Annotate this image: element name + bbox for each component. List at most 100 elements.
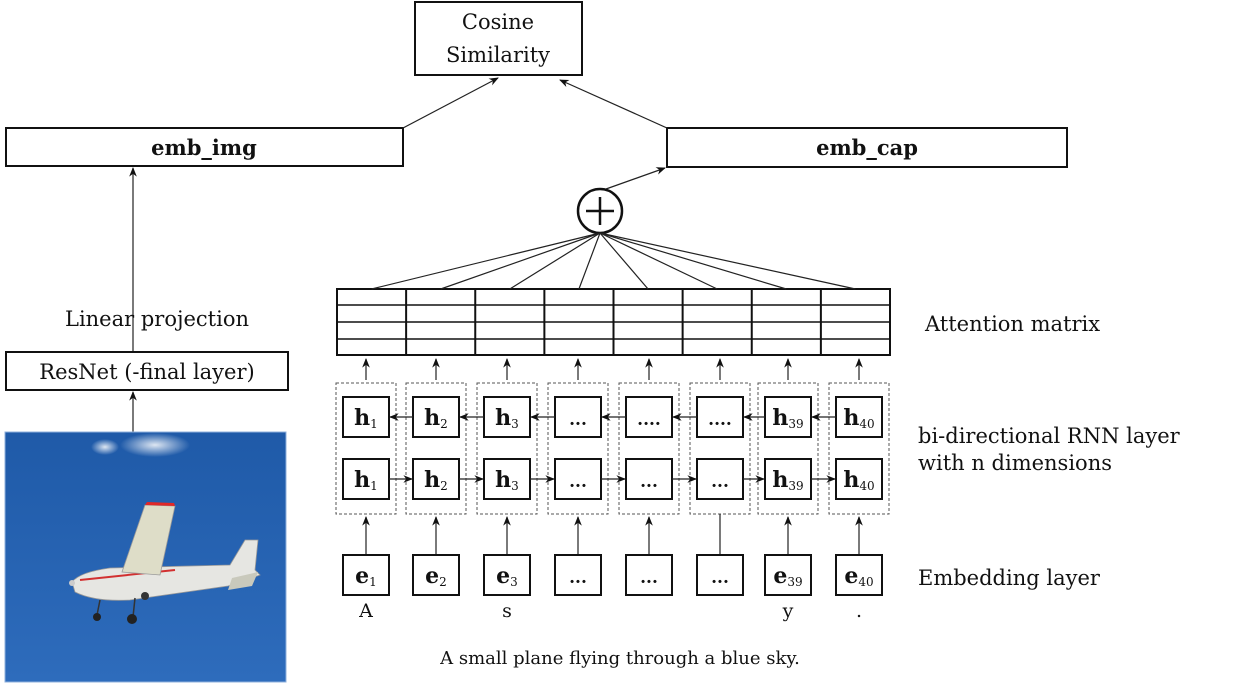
emb-img-box: emb_img bbox=[5, 127, 404, 167]
emb-cap-label: emb_cap bbox=[816, 135, 918, 160]
backward-hidden-state-label-base: .... bbox=[637, 410, 661, 430]
attention-matrix-label: Attention matrix bbox=[924, 312, 1100, 336]
backward-hidden-state-label-subscript: 40 bbox=[859, 417, 874, 431]
embedding-token-label-base: ... bbox=[640, 568, 658, 588]
input-word: A bbox=[358, 600, 373, 622]
emb-img-label: emb_img bbox=[151, 135, 257, 160]
embedding-token: e40 bbox=[835, 554, 883, 596]
forward-hidden-state-label-subscript: 3 bbox=[511, 479, 519, 493]
backward-hidden-state-box bbox=[835, 396, 883, 438]
embedding-token-label-base: ... bbox=[569, 568, 587, 588]
forward-hidden-state-label: ... bbox=[569, 472, 587, 492]
embedding-token-label-subscript: 39 bbox=[787, 575, 802, 589]
embedding-token: ... bbox=[625, 554, 673, 596]
caption-text: A small plane flying through a blue sky. bbox=[439, 648, 800, 669]
attention-to-sum-line bbox=[440, 232, 601, 290]
backward-hidden-state: h39 bbox=[764, 396, 812, 438]
forward-hidden-state-label-base: h bbox=[354, 467, 370, 493]
forward-hidden-state-label-subscript: 39 bbox=[788, 479, 803, 493]
forward-hidden-state-label-base: ... bbox=[640, 472, 658, 492]
embedding-token-box bbox=[342, 554, 390, 596]
resnet-box: ResNet (-final layer) bbox=[5, 351, 289, 391]
embedding-token: e1 bbox=[342, 554, 390, 596]
embedding-token: e2 bbox=[412, 554, 460, 596]
input-image bbox=[4, 431, 287, 683]
forward-hidden-state-label: h39 bbox=[772, 467, 803, 493]
plane-icon bbox=[69, 502, 261, 624]
rnn-timestep-group bbox=[476, 382, 538, 515]
embedding-token-box bbox=[835, 554, 883, 596]
attention-to-sum-line bbox=[599, 232, 856, 290]
attention-to-sum-line bbox=[599, 232, 787, 290]
input-word: s bbox=[502, 600, 512, 622]
forward-hidden-state-label: h1 bbox=[354, 467, 378, 493]
embedding-token: ... bbox=[554, 554, 602, 596]
embedding-token-box bbox=[554, 554, 602, 596]
forward-hidden-state-label-subscript: 2 bbox=[440, 479, 448, 493]
backward-hidden-state-label-subscript: 3 bbox=[511, 417, 519, 431]
backward-hidden-state-label: ... bbox=[569, 410, 587, 430]
embedding-token-box bbox=[764, 554, 812, 596]
forward-hidden-state: ... bbox=[554, 458, 602, 500]
backward-hidden-state-label: h3 bbox=[495, 405, 519, 431]
embedding-token-label: ... bbox=[711, 568, 729, 588]
forward-hidden-state: ... bbox=[696, 458, 744, 500]
arrow-emb-cap-to-similarity bbox=[559, 79, 668, 129]
forward-hidden-state: h3 bbox=[483, 458, 531, 500]
rnn-timestep-group bbox=[405, 382, 467, 515]
attention-to-sum-line bbox=[578, 232, 601, 290]
embedding-token-box bbox=[483, 554, 531, 596]
embedding-token-label: e3 bbox=[496, 563, 518, 589]
backward-hidden-state-label-subscript: 1 bbox=[370, 417, 378, 431]
embedding-token-box bbox=[625, 554, 673, 596]
embedding-token-label: ... bbox=[640, 568, 658, 588]
embedding-token-label-subscript: 2 bbox=[439, 575, 447, 589]
forward-hidden-state-label-base: ... bbox=[711, 472, 729, 492]
cosine-similarity-box: Cosine Similarity bbox=[414, 1, 583, 76]
embedding-token-label-base: e bbox=[844, 563, 858, 589]
cosine-similarity-label-line2: Similarity bbox=[446, 43, 550, 67]
backward-hidden-state-label: h39 bbox=[772, 405, 803, 431]
backward-hidden-state-label-base: h bbox=[772, 405, 788, 431]
rnn-timestep-group bbox=[757, 382, 819, 515]
backward-hidden-state-label-base: ... bbox=[569, 410, 587, 430]
backward-hidden-state-label: .... bbox=[708, 410, 732, 430]
backward-hidden-state-box bbox=[483, 396, 531, 438]
emb-cap-box: emb_cap bbox=[666, 127, 1068, 168]
forward-hidden-state-label: h2 bbox=[424, 467, 448, 493]
attention-to-sum-line bbox=[509, 232, 601, 290]
forward-hidden-state-label-base: h bbox=[495, 467, 511, 493]
backward-hidden-state-label: h1 bbox=[354, 405, 378, 431]
forward-hidden-state: h39 bbox=[764, 458, 812, 500]
forward-hidden-state-label-subscript: 1 bbox=[370, 479, 378, 493]
forward-hidden-state-label: h3 bbox=[495, 467, 519, 493]
backward-hidden-state-label-base: h bbox=[495, 405, 511, 431]
sequence-columns: h1h1e1Ah2h2e2h3h3e3s....................… bbox=[335, 232, 890, 622]
forward-hidden-state: ... bbox=[625, 458, 673, 500]
arrow-sum-to-emb-cap bbox=[605, 167, 666, 190]
embedding-token: ... bbox=[696, 554, 744, 596]
forward-hidden-state-box bbox=[835, 458, 883, 500]
embedding-token-box bbox=[696, 554, 744, 596]
backward-hidden-state-box bbox=[412, 396, 460, 438]
embedding-token-label-base: e bbox=[773, 563, 787, 589]
embedding-token-label-base: e bbox=[355, 563, 369, 589]
backward-hidden-state-label-base: h bbox=[843, 405, 859, 431]
embedding-token-label-base: e bbox=[496, 563, 510, 589]
forward-hidden-state-label-base: h bbox=[772, 467, 788, 493]
backward-hidden-state-label: h40 bbox=[843, 405, 874, 431]
backward-hidden-state: h3 bbox=[483, 396, 531, 438]
rnn-timestep-group bbox=[618, 382, 680, 515]
resnet-label: ResNet (-final layer) bbox=[39, 360, 254, 384]
attention-to-sum-line bbox=[371, 232, 601, 290]
backward-hidden-state-label: h2 bbox=[424, 405, 448, 431]
backward-hidden-state-label-subscript: 39 bbox=[788, 417, 803, 431]
embedding-token-label: e2 bbox=[425, 563, 447, 589]
embedding-token-label: e40 bbox=[844, 563, 873, 589]
arrow-emb-img-to-similarity bbox=[402, 77, 499, 129]
backward-hidden-state-label-subscript: 2 bbox=[440, 417, 448, 431]
backward-hidden-state-box bbox=[342, 396, 390, 438]
forward-hidden-state: h1 bbox=[342, 458, 390, 500]
cosine-similarity-label-line1: Cosine bbox=[462, 10, 534, 34]
